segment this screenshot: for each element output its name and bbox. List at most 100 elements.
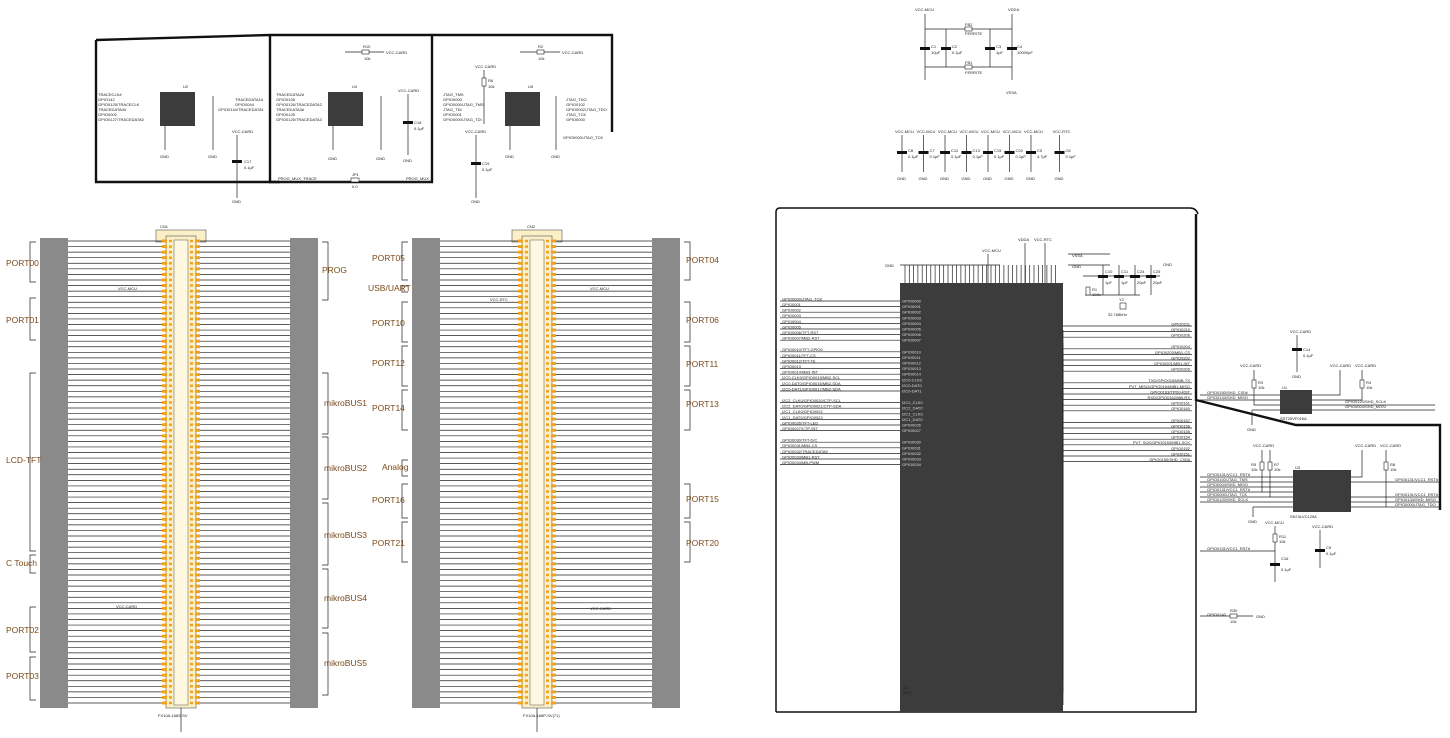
contact	[546, 573, 549, 577]
gnd-label: GND	[160, 154, 169, 159]
decap-value: 0.1µF	[973, 154, 984, 159]
pin-pad	[518, 267, 523, 271]
pin-pad	[162, 489, 167, 493]
contact	[190, 317, 193, 321]
pin-pad	[162, 540, 167, 544]
contact	[190, 596, 193, 599]
decap-net-label: VCC-MCU	[917, 129, 936, 134]
cap-value: 20pF	[1153, 280, 1163, 285]
pin-pad	[551, 261, 556, 265]
pin-pad	[551, 328, 556, 332]
gnd-label: GND	[1247, 427, 1256, 432]
pin-pad	[162, 556, 167, 560]
fb1-value: FERRITE	[965, 70, 982, 75]
contact	[190, 323, 193, 326]
contact	[525, 479, 528, 482]
contact	[546, 557, 549, 560]
contact	[525, 673, 528, 677]
pin-pad	[195, 345, 200, 349]
mcu-pin-net: GPIO0032/TRACEDATA0	[782, 449, 829, 454]
pin-pad	[518, 573, 523, 577]
resistor-r10	[361, 49, 370, 55]
pin-pad	[195, 501, 200, 505]
jp1-value: 0.0	[352, 184, 358, 189]
gnd-label: GND	[940, 176, 949, 181]
contact	[169, 278, 172, 282]
mcu-pin-net: GPIO0150/SHD_CS0#	[1149, 457, 1190, 462]
contact	[525, 395, 528, 399]
pin-pad	[195, 261, 200, 265]
contact	[525, 445, 528, 449]
capacitor	[1146, 275, 1156, 278]
pin-pad	[518, 423, 523, 427]
pin-pad	[518, 350, 523, 354]
contact	[190, 623, 193, 627]
net-label: TRACECLK#	[98, 92, 122, 97]
group-label-analog: Analog	[382, 462, 409, 472]
contact	[169, 484, 172, 488]
pin-pad	[551, 267, 556, 271]
contact	[546, 384, 549, 387]
pin-pad	[162, 306, 167, 310]
contact	[525, 434, 528, 438]
pin-pad	[551, 439, 556, 443]
net-label: GPIO0134/SHD_MISO	[1207, 395, 1248, 400]
pin-pad	[551, 506, 556, 510]
pin-pad	[518, 439, 523, 443]
contact	[525, 301, 528, 304]
contact	[169, 701, 172, 705]
contact	[190, 696, 193, 699]
pin-pad	[551, 350, 556, 354]
contact	[169, 345, 172, 348]
pin-pad	[195, 690, 200, 694]
pin-pad	[162, 289, 167, 293]
contact	[190, 390, 193, 393]
pin-pad	[162, 239, 167, 243]
r4-ref: R4	[1366, 380, 1372, 385]
contact	[525, 339, 528, 343]
flash-chip-u1	[1280, 390, 1312, 414]
net-label: TRACEDATA0#	[98, 107, 127, 112]
group-label-port06: PORT06	[686, 315, 719, 325]
contact	[546, 506, 549, 510]
contact	[190, 590, 193, 593]
contact	[190, 673, 193, 677]
pin-pad	[162, 601, 167, 605]
contact	[190, 662, 193, 666]
capacitor-c16	[1270, 563, 1280, 566]
pin-pad	[195, 267, 200, 271]
vcc-card-label: VCC-CARD	[1253, 443, 1274, 448]
net-label: GPIO0131/VCC1_RST#	[1395, 477, 1439, 482]
mcu-pin-net: GPIO0201/MB1-INT	[1154, 361, 1191, 366]
cn1-group-labels: PORT00 PORT01 LCD-TFT C Touch PORT02 POR…	[6, 258, 367, 681]
contact	[190, 468, 193, 471]
pin-pad	[551, 528, 556, 532]
pin-pad	[195, 339, 200, 343]
right-pin-strip	[652, 238, 680, 708]
pin-pad	[551, 256, 556, 260]
mcu-pin-net: I2C1_DAT0/GPIO0023	[782, 415, 823, 420]
contact	[525, 607, 528, 610]
mcu-pin-net: GPIO0003	[782, 313, 802, 318]
mcu-pin-net: GPIO0152	[1171, 446, 1191, 451]
pin-pad	[551, 356, 556, 360]
pin-pad	[162, 395, 167, 399]
contact	[525, 545, 528, 549]
contact	[546, 635, 549, 638]
mcu-pin-net: GPIO0206	[1171, 333, 1191, 338]
mcu-pin-net: GPIO0000/JTAG_TCK	[782, 296, 822, 301]
u1-part: SST25VF016A	[1280, 416, 1307, 421]
decap-ref: C15	[994, 148, 1002, 153]
contact	[190, 629, 193, 632]
pin-pad	[195, 434, 200, 438]
contact	[190, 568, 193, 571]
pin-pad	[518, 590, 523, 594]
group-label-c-touch: C Touch	[6, 558, 37, 568]
contact	[546, 501, 549, 504]
pin-pad	[551, 395, 556, 399]
contact	[546, 601, 549, 605]
net-label: GPIO0127/TRACEDATA0	[98, 117, 145, 122]
contact	[190, 618, 193, 621]
group-bracket	[29, 297, 36, 341]
pin-pad	[195, 284, 200, 288]
